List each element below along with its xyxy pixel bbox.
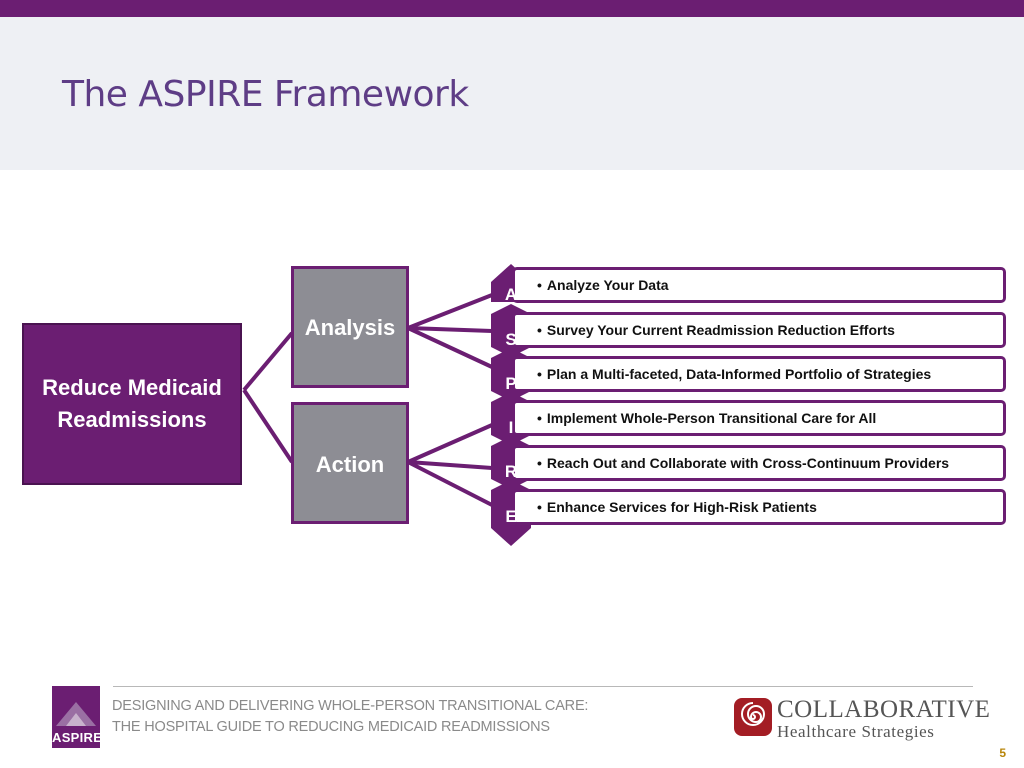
step-text-p: Plan a Multi-faceted, Data-Informed Port… [546, 366, 932, 382]
connector-root-analysis [242, 331, 294, 392]
partner-name-line2: Healthcare Strategies [777, 722, 935, 741]
chevron-letter-r: R [504, 462, 518, 481]
footer-divider [113, 686, 973, 687]
partner-logo-text: COLLABORATIVE Healthcare Strategies [777, 697, 990, 742]
goal-label-line2: Readmissions [57, 407, 207, 432]
step-text-i: Implement Whole-Person Transitional Care… [546, 410, 877, 426]
bullet-icon: • [537, 455, 542, 471]
analysis-label: Analysis [304, 315, 396, 340]
bullet-icon: • [537, 410, 542, 426]
connector-analysis-s [407, 326, 493, 333]
connector-action-r [407, 460, 493, 470]
spiral-logo-icon [734, 698, 772, 736]
chevron-letter-s: S [505, 330, 517, 349]
title-banner [0, 17, 1024, 170]
step-text-a: Analyze Your Data [546, 277, 669, 293]
bullet-icon: • [537, 322, 542, 338]
chevron-letter-i: I [508, 418, 514, 437]
aspire-logo-text: ASPIRE [52, 730, 103, 745]
goal-box: Reduce Medicaid Readmissions [22, 323, 242, 485]
connector-analysis-p [407, 326, 493, 369]
slide-title: The ASPIRE Framework [62, 74, 469, 115]
footer-title-line2: THE HOSPITAL GUIDE TO REDUCING MEDICAID … [112, 719, 550, 735]
partner-name-line1: COLLABORATIVE [777, 696, 991, 723]
step-text-e: Enhance Services for High-Risk Patients [546, 499, 817, 515]
connector-action-e [407, 460, 493, 507]
step-box-r: • Reach Out and Collaborate with Cross-C… [512, 445, 1006, 481]
step-text-r: Reach Out and Collaborate with Cross-Con… [546, 455, 950, 471]
analysis-box: Analysis [291, 266, 409, 388]
step-text-s: Survey Your Current Readmission Reductio… [546, 322, 895, 338]
top-accent-bar [0, 0, 1024, 17]
chevron-letter-a: A [504, 285, 518, 304]
step-box-s: • Survey Your Current Readmission Reduct… [512, 312, 1006, 348]
action-box: Action [291, 402, 409, 524]
chevron-letter-p: P [505, 374, 517, 393]
connector-analysis-a [407, 293, 493, 330]
bullet-icon: • [537, 277, 542, 293]
connector-action-i [407, 423, 493, 464]
bullet-icon: • [537, 366, 542, 382]
step-box-e: • Enhance Services for High-Risk Patient… [512, 489, 1006, 525]
footer-title-line1: DESIGNING AND DELIVERING WHOLE-PERSON TR… [112, 698, 589, 714]
bullet-icon: • [537, 499, 542, 515]
step-box-p: • Plan a Multi-faceted, Data-Informed Po… [512, 356, 1006, 392]
mountain-icon [56, 702, 96, 726]
chevron-letter-e: E [505, 507, 517, 526]
action-label: Action [315, 452, 385, 477]
goal-label-line1: Reduce Medicaid [42, 375, 222, 400]
step-box-i: • Implement Whole-Person Transitional Ca… [512, 400, 1006, 436]
connector-root-action [242, 388, 294, 464]
aspire-logo: ASPIRE [52, 686, 103, 748]
page-number: 5 [999, 746, 1006, 760]
step-box-a: • Analyze Your Data [512, 267, 1006, 303]
